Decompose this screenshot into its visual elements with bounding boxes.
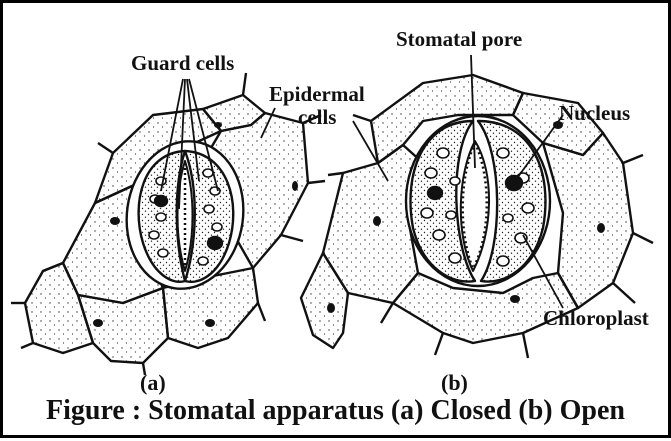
nucleus-dot [506, 176, 522, 190]
label-stomatal-pore: Stomatal pore [396, 27, 522, 51]
label-nucleus: Nucleus [559, 101, 630, 125]
label-guard-cells: Guard cells [131, 51, 234, 75]
stomata-diagram: Guard cells Epidermal cells (a) [3, 3, 671, 441]
panel-a-closed-stoma [11, 73, 325, 375]
label-epidermal-line2: cells [298, 105, 336, 129]
figure-caption: Figure : Stomatal apparatus (a) Closed (… [3, 395, 668, 427]
nucleus-dot [155, 196, 167, 206]
nucleus-dot [428, 187, 442, 199]
panel-label-a: (a) [140, 370, 166, 395]
label-epidermal-line1: Epidermal [269, 82, 365, 106]
panel-label-b: (b) [441, 370, 468, 395]
nucleus-dot [208, 237, 222, 249]
label-chloroplast: Chloroplast [543, 306, 649, 330]
